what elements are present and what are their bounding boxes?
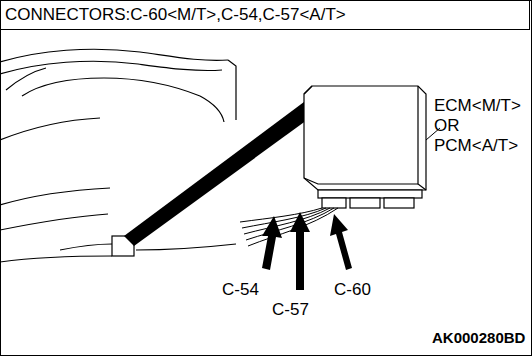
title-text: CONNECTORS:C-60<M/T>,C-54,C-57<A/T> (5, 5, 346, 25)
connector-label: C-57 (272, 300, 309, 320)
title-box: CONNECTORS:C-60<M/T>,C-54,C-57<A/T> (0, 0, 530, 30)
unit-label: ECM<M/T> OR PCM<A/T> (434, 96, 528, 156)
connector-label: C-54 (222, 280, 259, 300)
figure-code: AK000280BD (432, 328, 525, 348)
connector-label: C-60 (334, 280, 371, 300)
